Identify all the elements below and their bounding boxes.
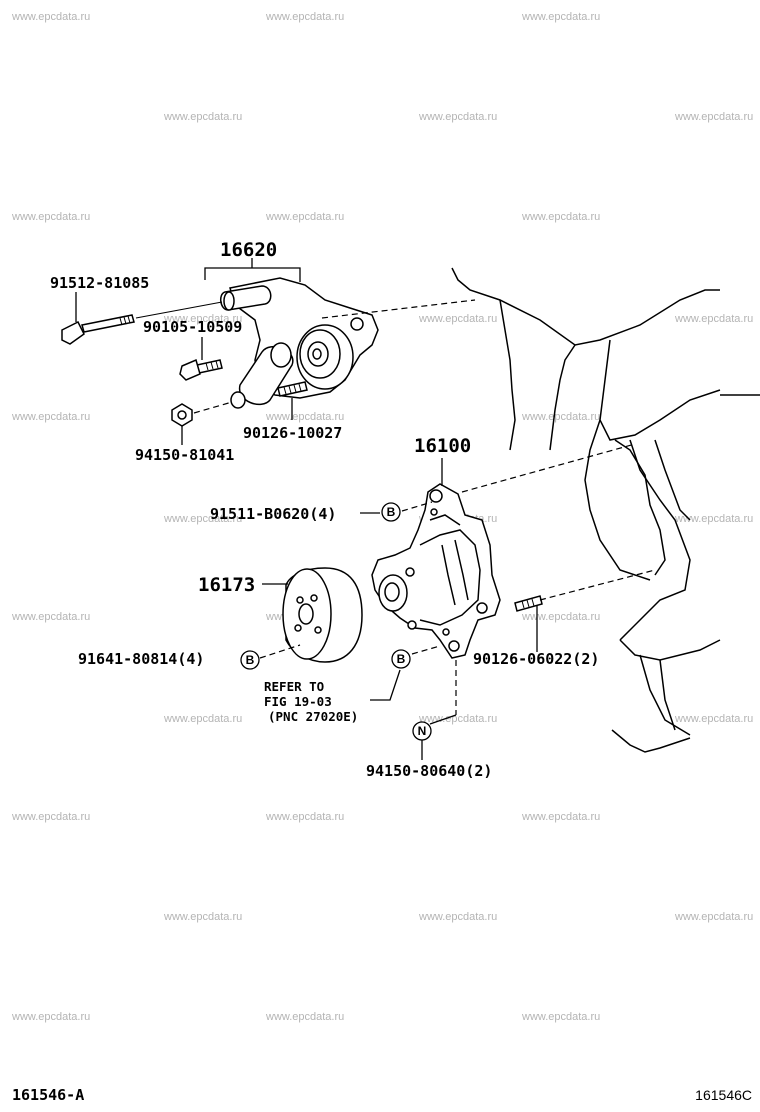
water-pump-pulley bbox=[282, 567, 363, 663]
marker-n-1: N bbox=[412, 721, 432, 741]
watermark-text: www.epcdata.ru bbox=[521, 811, 600, 823]
bolt-long-icon bbox=[61, 301, 223, 345]
watermark-text: www.epcdata.ru bbox=[163, 513, 242, 525]
fig-ref-text: FIG 19-03 bbox=[264, 694, 332, 709]
part-label-16100: 16100 bbox=[414, 435, 471, 457]
watermark-text: www.epcdata.ru bbox=[674, 513, 753, 525]
part-label-16173: 16173 bbox=[198, 574, 255, 596]
watermark-text: www.epcdata.ru bbox=[521, 611, 600, 623]
svg-text:B: B bbox=[246, 653, 255, 667]
watermark-text: www.epcdata.ru bbox=[674, 911, 753, 923]
part-label-91641-80814: 91641-80814(4) bbox=[78, 650, 204, 668]
watermark-text: www.epcdata.ru bbox=[265, 211, 344, 223]
watermark-text: www.epcdata.ru bbox=[11, 1011, 90, 1023]
watermark-text: www.epcdata.ru bbox=[11, 411, 90, 423]
leader-lines bbox=[75, 258, 656, 760]
svg-text:B: B bbox=[387, 505, 396, 519]
part-label-16620: 16620 bbox=[220, 239, 277, 261]
watermark-text: www.epcdata.ru bbox=[163, 313, 242, 325]
marker-b-3: B bbox=[391, 649, 411, 669]
diagram-code-left: 161546-A bbox=[12, 1086, 84, 1104]
stud-bolt-icon bbox=[277, 381, 308, 397]
watermark-text: www.epcdata.ru bbox=[265, 11, 344, 23]
watermark-text: www.epcdata.ru bbox=[265, 411, 344, 423]
watermark-text: www.epcdata.ru bbox=[521, 211, 600, 223]
part-label-91512-81085: 91512-81085 bbox=[50, 274, 149, 292]
watermark-text: www.epcdata.ru bbox=[418, 911, 497, 923]
watermark-text: www.epcdata.ru bbox=[521, 11, 600, 23]
watermark-text: www.epcdata.ru bbox=[11, 811, 90, 823]
part-label-94150-81041: 94150-81041 bbox=[135, 446, 234, 464]
marker-b-2: B bbox=[240, 650, 260, 670]
watermark-text: www.epcdata.ru bbox=[674, 111, 753, 123]
watermark-text: www.epcdata.ru bbox=[418, 313, 497, 325]
part-label-91511-b0620: 91511-B0620(4) bbox=[210, 505, 336, 523]
belt-tensioner-assembly bbox=[220, 277, 379, 409]
watermark-text: www.epcdata.ru bbox=[674, 313, 753, 325]
svg-text:N: N bbox=[418, 724, 427, 738]
bolt-short-icon bbox=[179, 358, 223, 381]
svg-text:B: B bbox=[397, 652, 406, 666]
part-label-90126-10027: 90126-10027 bbox=[243, 424, 342, 442]
stud-bolt-pump-icon bbox=[514, 595, 543, 612]
diagram-code-right: 161546C bbox=[695, 1087, 752, 1103]
watermark-text: www.epcdata.ru bbox=[11, 611, 90, 623]
part-label-90105-10509: 90105-10509 bbox=[143, 318, 242, 336]
watermark-layer: www.epcdata.ru www.epcdata.ru www.epcdata.… bbox=[11, 11, 753, 1023]
refer-to-text: REFER TO bbox=[264, 679, 324, 694]
watermark-text: www.epcdata.ru bbox=[418, 111, 497, 123]
watermark-text: www.epcdata.ru bbox=[163, 713, 242, 725]
watermark-text: www.epcdata.ru bbox=[11, 211, 90, 223]
watermark-text: www.epcdata.ru bbox=[418, 713, 497, 725]
engine-block-outline bbox=[451, 267, 760, 753]
part-label-90126-06022: 90126-06022(2) bbox=[473, 650, 599, 668]
marker-b-1: B bbox=[381, 502, 401, 522]
part-label-94150-80640: 94150-80640(2) bbox=[366, 762, 492, 780]
water-pump-assembly bbox=[371, 483, 501, 659]
watermark-text: www.epcdata.ru bbox=[674, 713, 753, 725]
watermark-text: www.epcdata.ru bbox=[11, 11, 90, 23]
watermark-text: www.epcdata.ru bbox=[265, 1011, 344, 1023]
nut-icon bbox=[171, 401, 233, 427]
pnc-ref-text: (PNC 27020E) bbox=[268, 709, 358, 724]
watermark-text: www.epcdata.ru bbox=[521, 411, 600, 423]
watermark-text: www.epcdata.ru bbox=[265, 811, 344, 823]
watermark-text: www.epcdata.ru bbox=[163, 911, 242, 923]
watermark-text: www.epcdata.ru bbox=[163, 111, 242, 123]
watermark-text: www.epcdata.ru bbox=[521, 1011, 600, 1023]
